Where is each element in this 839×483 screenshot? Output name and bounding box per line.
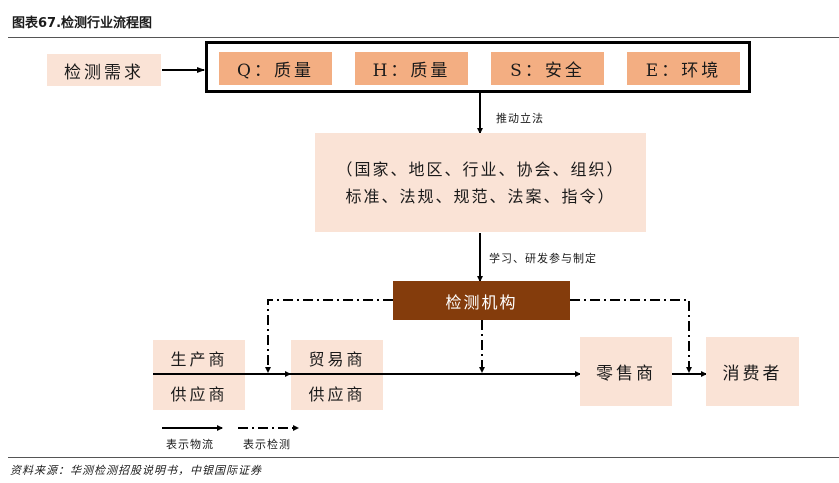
producer-label: 生产商 [170, 349, 228, 369]
qhse-box-h: H：质量 [355, 52, 468, 85]
legend-logistics-label: 表示物流 [166, 438, 214, 451]
standards-line-2: 标准、法规、规范、法案、指令） [345, 186, 616, 206]
producer-supplier-label: 供应商 [170, 384, 228, 404]
qhse-box-s: S：安全 [491, 52, 604, 85]
trader-supplier-label: 供应商 [308, 384, 366, 404]
standards-box: （国家、地区、行业、协会、组织） 标准、法规、规范、法案、指令） [315, 133, 646, 232]
retailer-box: 零售商 [580, 337, 672, 406]
qhse-container [205, 41, 751, 93]
inspection-line-left [265, 299, 393, 373]
legend-inspection-label: 表示检测 [243, 438, 291, 451]
trader-label: 贸易商 [308, 349, 366, 369]
trader-supplier-box: 贸易商 供应商 [291, 340, 383, 410]
qhse-box-q: Q：质量 [219, 52, 332, 85]
consumer-box: 消费者 [706, 337, 799, 406]
qhse-box-e: E：环境 [627, 52, 740, 85]
source-divider [8, 457, 839, 458]
producer-supplier-box: 生产商 供应商 [153, 340, 245, 410]
title-divider [8, 37, 839, 38]
testing-agency-box: 检测机构 [393, 281, 570, 320]
push-legislation-label: 推动立法 [496, 112, 544, 125]
demand-box: 检测需求 [47, 54, 161, 86]
inspection-line-right [570, 299, 692, 373]
standards-line-1: （国家、地区、行业、协会、组织） [336, 159, 625, 179]
figure-title: 图表67.检测行业流程图 [12, 16, 153, 31]
learn-participate-label: 学习、研发参与制定 [489, 252, 597, 265]
source-note: 资料来源：华测检测招股说明书，中银国际证券 [10, 464, 262, 477]
